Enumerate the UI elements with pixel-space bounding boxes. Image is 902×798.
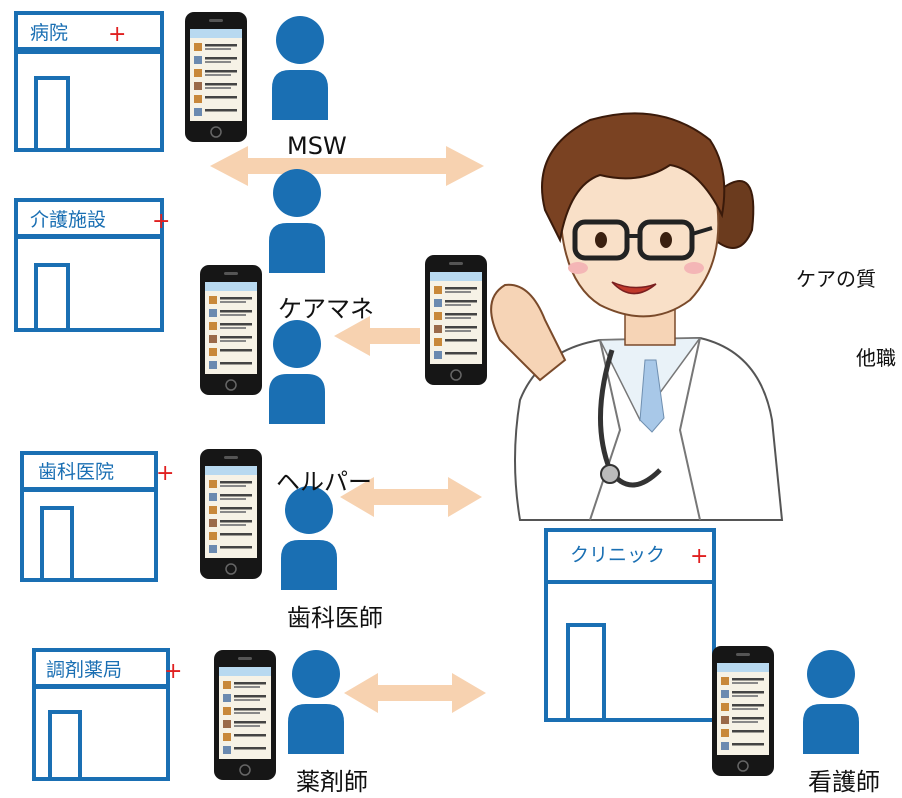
care-facility-building: 介護施設 + xyxy=(14,198,170,332)
role-label-helper: ヘルパー xyxy=(276,468,372,496)
phone-doctor xyxy=(424,254,488,386)
arrow-dentist xyxy=(340,477,482,517)
hospital-label: 病院 xyxy=(30,22,68,44)
pharmacy-plus: + xyxy=(164,659,182,684)
arrow-msw xyxy=(210,146,484,186)
role-label-care-manager: ケアマネ xyxy=(278,295,374,323)
role-label-nurse: 看護師 xyxy=(808,768,880,796)
person-icon-care-manager xyxy=(269,169,325,273)
person-icon-dentist xyxy=(281,486,337,590)
clinic-building: クリニック + xyxy=(544,528,716,722)
care-facility-plus: + xyxy=(152,209,170,234)
role-label-msw: MSW xyxy=(287,132,347,160)
phone-dental xyxy=(199,448,263,580)
hospital-plus: + xyxy=(108,22,126,47)
arrow-pharmacist xyxy=(344,673,486,713)
care-facility-label: 介護施設 xyxy=(30,209,106,231)
doctor-illustration xyxy=(490,112,784,521)
pharmacy-label: 調剤薬局 xyxy=(46,659,122,681)
arrow-care-manager xyxy=(334,316,420,356)
person-icon-nurse xyxy=(803,650,859,754)
phone-nurse xyxy=(711,645,775,777)
clinic-label: クリニック xyxy=(570,544,665,566)
phone-hospital xyxy=(184,11,248,143)
person-icon-helper xyxy=(269,320,325,424)
phone-care-facility xyxy=(199,264,263,396)
other-profession-text: 他職 xyxy=(856,346,896,370)
care-quality-text: ケアの質 xyxy=(796,267,876,291)
person-icon-pharmacist xyxy=(288,650,344,754)
hospital-building: 病院 + xyxy=(14,11,164,152)
role-label-dentist: 歯科医師 xyxy=(287,604,383,632)
role-label-pharmacist: 薬剤師 xyxy=(296,768,368,796)
pharmacy-building: 調剤薬局 + xyxy=(32,648,182,781)
clinic-plus: + xyxy=(690,544,708,569)
dental-clinic-building: 歯科医院 + xyxy=(20,451,174,582)
dental-clinic-label: 歯科医院 xyxy=(38,461,114,483)
dental-clinic-plus: + xyxy=(156,461,174,486)
phone-pharmacy xyxy=(213,649,277,781)
person-icon-msw xyxy=(272,16,328,120)
